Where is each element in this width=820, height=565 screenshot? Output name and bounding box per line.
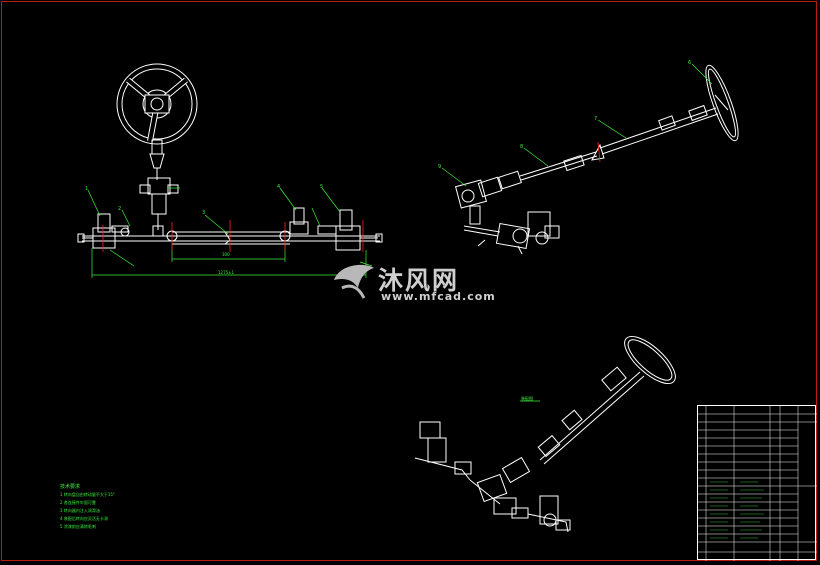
balloon-3: 3 [202, 210, 206, 216]
watermark-url: www.mfcad.com [381, 290, 496, 303]
centerlines [102, 220, 364, 252]
note-item-4: 4 装配后转向应灵活无卡滞 [60, 516, 108, 521]
watermark-text: 沐风网 [378, 266, 460, 295]
note-item-3: 3 转向器内注入润滑油 [60, 508, 100, 513]
tie-rod-front [77, 207, 383, 251]
note-item-2: 2 各连接件牢固可靠 [60, 500, 96, 505]
dimension-label-center: 300 [222, 252, 230, 257]
steering-wheel-iso-lower [624, 336, 676, 384]
title-block [697, 405, 817, 561]
balloon-4: 4 [277, 184, 281, 190]
isometric-view-upper [441, 63, 739, 255]
linkage-iso-lower [414, 421, 571, 533]
front-view-steering-assembly [77, 63, 383, 278]
leader-lines-upper [441, 63, 713, 187]
balloon-2: 2 [118, 206, 122, 212]
note-item-5: 5 涂漆前应清除毛刺 [60, 524, 96, 529]
steering-wheel-front [116, 63, 198, 145]
column-front [139, 139, 179, 237]
steering-gear-iso-upper [454, 179, 560, 255]
column-iso-upper [477, 104, 719, 198]
steering-wheel-iso-upper [705, 64, 739, 142]
leaf-icon [334, 264, 374, 288]
balloon-9: 9 [438, 164, 442, 170]
view-label: 装配图 [521, 396, 533, 401]
mfcad-logo [334, 264, 374, 299]
balloon-6: 6 [688, 60, 692, 66]
balloon-1: 1 [85, 186, 89, 192]
notes-title: 技术要求 [60, 484, 81, 490]
balloon-7: 7 [594, 116, 598, 122]
balloon-8: 8 [520, 144, 524, 150]
parts-list-grid [698, 406, 817, 561]
isometric-view-lower [414, 336, 676, 533]
technical-requirements: 技术要求 1 转向盘自由转动量不大于15° 2 各连接件牢固可靠 3 转向器内注… [60, 483, 115, 531]
note-item-1: 1 转向盘自由转动量不大于15° [60, 492, 115, 497]
dimension-label-overall: 1275±1 [218, 270, 235, 275]
leader-lines-front [87, 187, 373, 267]
column-iso-lower [476, 366, 645, 503]
balloon-5: 5 [320, 184, 324, 190]
